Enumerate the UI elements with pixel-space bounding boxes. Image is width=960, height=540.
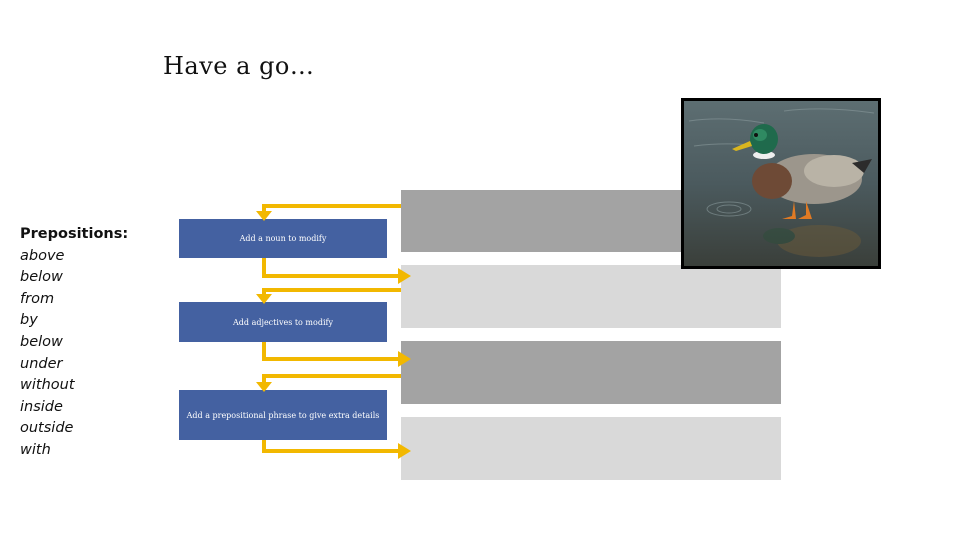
arrowhead-right-3 [398, 443, 411, 459]
arrow-into-step-2 [264, 290, 401, 295]
mallard-duck-image [684, 101, 878, 266]
arrow-to-panel-4 [264, 440, 398, 451]
arrowhead-right-2 [398, 351, 411, 367]
arrow-to-panel-3 [264, 342, 398, 359]
arrowhead-right-1 [398, 268, 411, 284]
arrowhead-down-3 [256, 382, 272, 392]
duck-photo [681, 98, 881, 269]
arrow-to-panel-2 [264, 258, 398, 276]
arrowhead-down-1 [256, 211, 272, 221]
arrow-into-step-3 [264, 376, 401, 383]
arrowhead-down-2 [256, 294, 272, 304]
arrow-into-step-1 [264, 206, 401, 212]
